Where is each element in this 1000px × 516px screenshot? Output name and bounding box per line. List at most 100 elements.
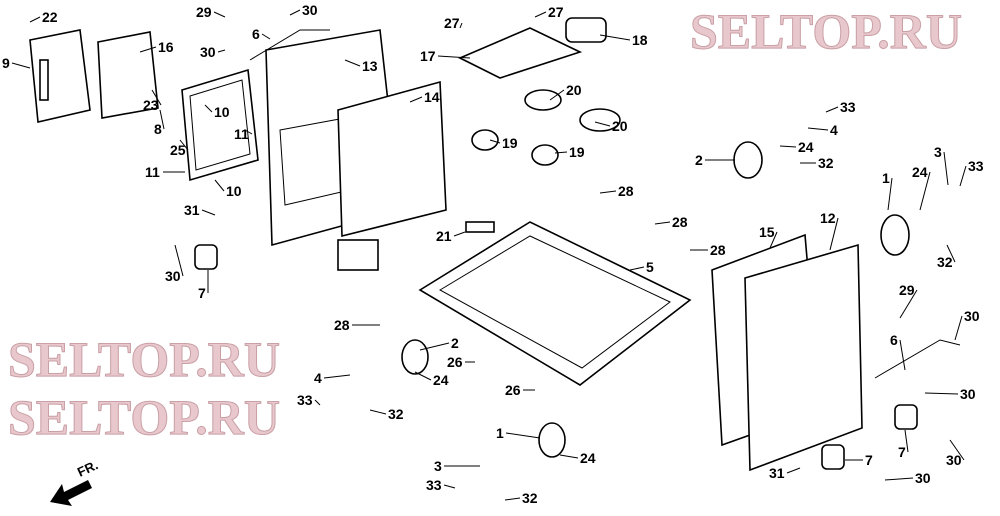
part-callout-7: 7 [865, 452, 873, 468]
leader-line [534, 11, 547, 18]
part-callout-24: 24 [798, 139, 814, 155]
part-side-panel-12 [744, 243, 863, 472]
part-callout-4: 4 [314, 370, 322, 386]
leader-line [323, 374, 351, 379]
part-callout-14: 14 [424, 89, 440, 105]
part-callout-4: 4 [830, 122, 838, 138]
part-callout-30: 30 [960, 386, 976, 402]
leader-line [261, 33, 271, 40]
part-callout-29: 29 [899, 282, 915, 298]
part-callout-24: 24 [912, 164, 928, 180]
leader-line [437, 55, 471, 59]
leader-line [554, 151, 568, 154]
part-mount [531, 144, 559, 166]
leader-line [139, 46, 157, 53]
leader-line [904, 429, 909, 453]
leader-line [599, 190, 617, 194]
leader-line [314, 399, 321, 406]
leader-line [213, 11, 226, 18]
leader-line [174, 244, 184, 277]
leader-line [887, 177, 893, 211]
part-callout-31: 31 [184, 202, 200, 218]
part-handle [39, 59, 49, 101]
watermark: SELTOP.RU [690, 3, 962, 59]
part-plate [337, 239, 379, 271]
part-wheel [538, 422, 566, 458]
part-callout-6: 6 [890, 332, 898, 348]
leader-line [201, 209, 216, 216]
part-callout-30: 30 [200, 44, 216, 60]
leader-line [629, 266, 645, 271]
watermark-layer: SELTOP.RU SELTOP.RU SELTOP.RU [8, 3, 963, 446]
part-callout-30: 30 [946, 452, 962, 468]
part-wheel [880, 214, 910, 256]
leader-line [217, 49, 226, 53]
part-mount [524, 89, 562, 111]
leader-line [946, 244, 956, 263]
part-callout-24: 24 [433, 372, 449, 388]
part-callout-28: 28 [618, 183, 634, 199]
leader-line [159, 109, 165, 130]
leader-line [786, 467, 801, 474]
leader-line [829, 217, 839, 251]
part-callout-2: 2 [451, 335, 459, 351]
leader-line [919, 171, 931, 211]
leader-line [289, 9, 301, 16]
part-gasket [565, 17, 607, 43]
part-callout-30: 30 [915, 470, 931, 486]
part-foot [894, 404, 918, 430]
part-wheel [401, 339, 429, 375]
part-callout-9: 9 [2, 55, 10, 71]
part-callout-30: 30 [302, 2, 318, 18]
leader-line [949, 439, 965, 461]
leader-line [369, 409, 387, 415]
leader-line [409, 96, 423, 103]
part-callout-11: 11 [145, 164, 160, 180]
front-indicator-group: FR. [50, 457, 100, 506]
part-callout-10: 10 [214, 104, 230, 120]
part-handle-bar [874, 339, 961, 379]
leader-line [244, 129, 253, 135]
part-callout-29: 29 [196, 4, 212, 20]
part-callout-8: 8 [154, 121, 162, 137]
watermark: SELTOP.RU [8, 331, 280, 387]
part-callout-20: 20 [612, 118, 628, 134]
part-callout-25: 25 [170, 142, 186, 158]
leader-line [151, 89, 162, 106]
part-callout-33: 33 [968, 158, 984, 174]
part-callout-1: 1 [496, 425, 504, 441]
leader-line [954, 315, 963, 341]
part-callout-22: 22 [42, 9, 58, 25]
part-callout-33: 33 [840, 99, 856, 115]
part-callout-2: 2 [695, 152, 703, 168]
leader-line [453, 231, 466, 237]
part-callout-32: 32 [522, 490, 538, 506]
leader-line [11, 62, 31, 69]
part-base-frame [418, 221, 692, 386]
part-foot [821, 444, 845, 470]
part-bracket [458, 27, 583, 79]
leader-line [214, 179, 225, 192]
part-callout-31: 31 [769, 465, 785, 481]
part-callout-27: 27 [444, 15, 460, 31]
part-callout-10: 10 [226, 183, 242, 199]
part-seal [97, 31, 159, 119]
leader-line [549, 89, 565, 101]
leader-line [414, 371, 432, 381]
leader-line [943, 151, 949, 186]
part-callout-17: 17 [420, 48, 436, 64]
part-callout-5: 5 [646, 259, 654, 275]
leader-line [959, 165, 967, 187]
leader-line [459, 22, 463, 29]
part-callout-19: 19 [502, 135, 518, 151]
part-callout-33: 33 [426, 477, 442, 493]
leader-line [594, 121, 611, 127]
part-side-cover [29, 29, 91, 123]
leader-line [179, 139, 189, 151]
part-mount [471, 129, 499, 151]
part-callout-32: 32 [937, 254, 953, 270]
part-callout-21: 21 [436, 228, 452, 244]
leader-line [559, 454, 579, 459]
leader-line [899, 339, 906, 371]
